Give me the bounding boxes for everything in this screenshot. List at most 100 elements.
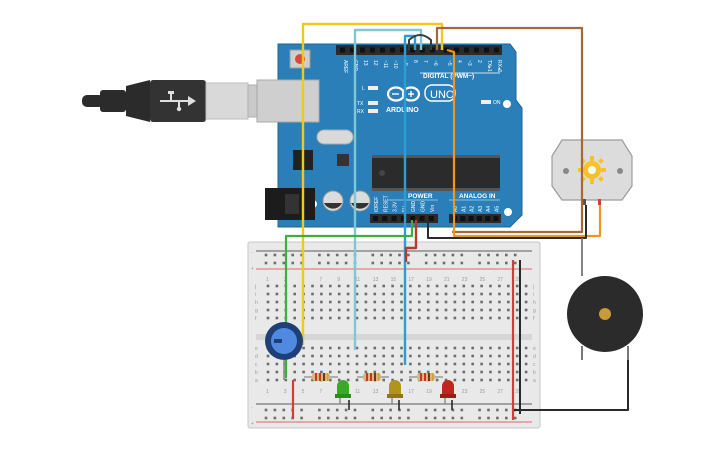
breadboard-hole[interactable] xyxy=(382,316,385,320)
breadboard-hole[interactable] xyxy=(266,300,270,304)
header-hole[interactable] xyxy=(430,47,435,53)
breadboard-hole[interactable] xyxy=(346,354,350,358)
breadboard-hole[interactable] xyxy=(318,261,321,265)
breadboard-hole[interactable] xyxy=(462,362,466,366)
breadboard-hole[interactable] xyxy=(513,416,517,420)
breadboard-hole[interactable] xyxy=(451,261,455,265)
breadboard-hole[interactable] xyxy=(302,370,305,374)
breadboard-hole[interactable] xyxy=(355,346,359,350)
breadboard-hole[interactable] xyxy=(346,346,350,350)
breadboard-hole[interactable] xyxy=(382,370,385,374)
breadboard-hole[interactable] xyxy=(293,292,296,296)
breadboard-hole[interactable] xyxy=(507,354,510,358)
led-red[interactable] xyxy=(440,380,456,404)
breadboard-hole[interactable] xyxy=(462,378,466,382)
led-yellow[interactable] xyxy=(387,380,403,404)
dc-motor[interactable] xyxy=(551,139,633,205)
header-hole[interactable] xyxy=(360,47,365,53)
breadboard-hole[interactable] xyxy=(291,261,294,265)
breadboard-hole[interactable] xyxy=(409,316,412,320)
breadboard-hole[interactable] xyxy=(462,292,466,296)
breadboard-hole[interactable] xyxy=(344,261,348,265)
breadboard-hole[interactable] xyxy=(409,370,412,374)
breadboard-hole[interactable] xyxy=(480,378,483,382)
breadboard-hole[interactable] xyxy=(373,308,377,312)
breadboard-hole[interactable] xyxy=(337,308,341,312)
breadboard-hole[interactable] xyxy=(329,300,332,304)
header-hole[interactable] xyxy=(464,47,469,53)
breadboard-hole[interactable] xyxy=(282,261,286,265)
breadboard-hole[interactable] xyxy=(507,346,510,350)
breadboard-hole[interactable] xyxy=(515,362,519,366)
breadboard-hole[interactable] xyxy=(453,354,457,358)
breadboard-hole[interactable] xyxy=(282,253,286,257)
breadboard-hole[interactable] xyxy=(515,316,519,320)
breadboard-hole[interactable] xyxy=(478,261,481,265)
header-hole[interactable] xyxy=(340,47,345,53)
breadboard-hole[interactable] xyxy=(337,370,341,374)
breadboard-hole[interactable] xyxy=(320,362,323,366)
breadboard-hole[interactable] xyxy=(266,362,270,366)
breadboard-hole[interactable] xyxy=(318,416,321,420)
breadboard-hole[interactable] xyxy=(353,408,357,412)
breadboard-hole[interactable] xyxy=(355,370,359,374)
header-hole[interactable] xyxy=(391,216,397,221)
breadboard-hole[interactable] xyxy=(453,362,457,366)
breadboard-hole[interactable] xyxy=(453,346,457,350)
breadboard-hole[interactable] xyxy=(320,354,323,358)
piezo-buzzer[interactable] xyxy=(567,276,643,360)
breadboard-hole[interactable] xyxy=(444,308,448,312)
breadboard-hole[interactable] xyxy=(344,408,348,412)
breadboard-hole[interactable] xyxy=(346,362,350,366)
breadboard-hole[interactable] xyxy=(344,416,348,420)
breadboard-hole[interactable] xyxy=(400,346,403,350)
potentiometer[interactable] xyxy=(265,322,303,380)
breadboard-hole[interactable] xyxy=(471,292,474,296)
breadboard-hole[interactable] xyxy=(418,354,421,358)
breadboard-hole[interactable] xyxy=(471,308,474,312)
breadboard-hole[interactable] xyxy=(444,378,448,382)
breadboard-hole[interactable] xyxy=(391,346,394,350)
breadboard-hole[interactable] xyxy=(311,284,314,288)
breadboard-hole[interactable] xyxy=(418,308,421,312)
breadboard-hole[interactable] xyxy=(311,346,314,350)
header-hole[interactable] xyxy=(390,47,395,53)
breadboard-hole[interactable] xyxy=(462,300,466,304)
breadboard-hole[interactable] xyxy=(442,416,446,420)
breadboard-hole[interactable] xyxy=(498,292,501,296)
breadboard-hole[interactable] xyxy=(335,253,339,257)
breadboard-hole[interactable] xyxy=(426,354,430,358)
breadboard-hole[interactable] xyxy=(329,378,332,382)
breadboard-hole[interactable] xyxy=(489,292,492,296)
breadboard-hole[interactable] xyxy=(435,346,439,350)
breadboard-hole[interactable] xyxy=(489,362,492,366)
breadboard-hole[interactable] xyxy=(471,378,474,382)
breadboard-hole[interactable] xyxy=(380,416,383,420)
breadboard-hole[interactable] xyxy=(507,370,510,374)
breadboard-hole[interactable] xyxy=(320,308,323,312)
breadboard-hole[interactable] xyxy=(293,300,296,304)
breadboard-hole[interactable] xyxy=(418,362,421,366)
breadboard-hole[interactable] xyxy=(424,416,428,420)
breadboard-hole[interactable] xyxy=(337,346,341,350)
header-hole[interactable] xyxy=(400,216,406,221)
header-hole[interactable] xyxy=(454,47,459,53)
breadboard-hole[interactable] xyxy=(515,292,519,296)
breadboard-hole[interactable] xyxy=(489,284,492,288)
breadboard-hole[interactable] xyxy=(489,308,492,312)
breadboard-hole[interactable] xyxy=(460,261,464,265)
breadboard-hole[interactable] xyxy=(355,378,359,382)
breadboard-hole[interactable] xyxy=(400,284,403,288)
breadboard-hole[interactable] xyxy=(471,370,474,374)
breadboard-hole[interactable] xyxy=(382,284,385,288)
breadboard-hole[interactable] xyxy=(300,261,303,265)
breadboard-hole[interactable] xyxy=(391,378,394,382)
breadboard-hole[interactable] xyxy=(496,416,499,420)
header-hole[interactable] xyxy=(494,47,499,53)
breadboard-hole[interactable] xyxy=(391,362,394,366)
breadboard-hole[interactable] xyxy=(478,408,481,412)
breadboard-hole[interactable] xyxy=(426,300,430,304)
breadboard-hole[interactable] xyxy=(329,316,332,320)
breadboard-hole[interactable] xyxy=(487,416,490,420)
breadboard-hole[interactable] xyxy=(327,408,330,412)
